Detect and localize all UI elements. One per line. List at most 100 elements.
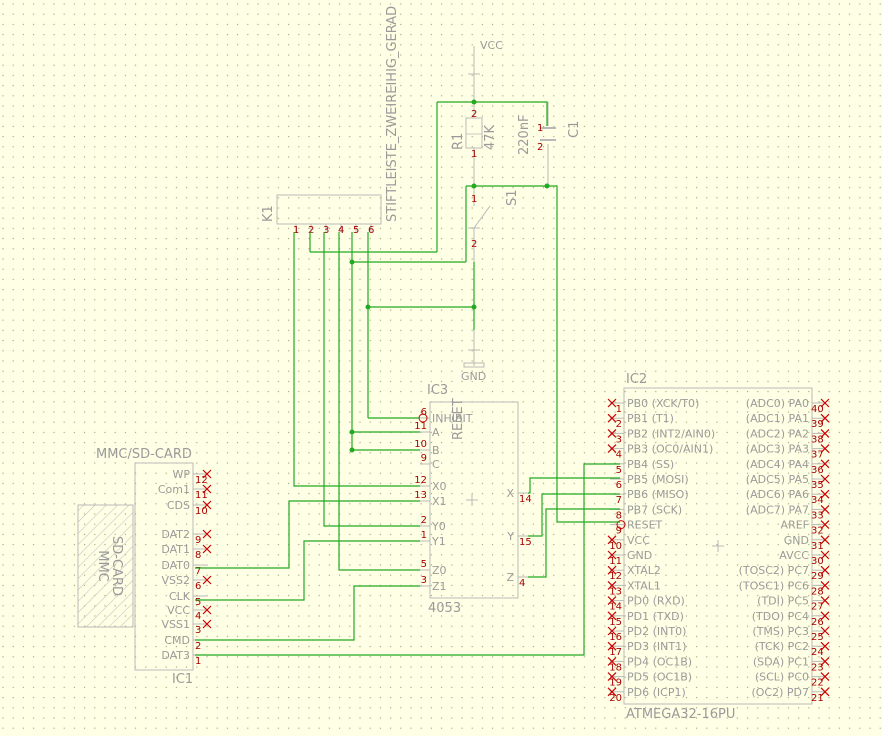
ic3-pin-y1-number: 1	[421, 530, 427, 541]
ic2-pin-20-nc-icon	[607, 687, 617, 697]
gnd-symbol[interactable]: GND	[461, 330, 486, 383]
ic2-pin-30-number: 30	[811, 556, 824, 567]
ic2-pin-20-number: 20	[609, 693, 622, 704]
r1-value: 47K	[483, 124, 498, 150]
ic2-value: ATMEGA32-16PU	[626, 707, 735, 722]
ic1-pin-wp-label: WP	[172, 468, 190, 481]
ic1-pin-clk-number: 5	[195, 597, 201, 608]
ic2-pin-11-nc-icon	[607, 550, 617, 560]
ic2-pin-18-nc-icon	[607, 656, 617, 666]
ic2-pin-8-number: 8	[616, 510, 622, 521]
ic2-pin-31-nc-icon	[820, 535, 830, 545]
ic2-pin-28-label: (TOSC1) PC6	[739, 579, 809, 592]
ic2-pin-16-label: PD2 (INT0)	[627, 625, 686, 638]
ic2-pin-25-nc-icon	[820, 626, 830, 636]
ic2-pin-35-nc-icon	[820, 474, 830, 484]
ic1-pin-dat2-number: 9	[195, 535, 201, 546]
ic2-pin-6-label: PB5 (MOSI)	[627, 473, 689, 486]
ic2-pin-35-label: (ADC5) PA5	[746, 473, 809, 486]
ic2-pin-40-number: 40	[811, 404, 824, 415]
ic3-pin-inhibit-label: INHIBIT	[432, 412, 473, 425]
ic2-pin-33-label: (ADC7) PA7	[746, 503, 809, 516]
ic2-pin-23-number: 23	[811, 662, 824, 673]
ic2-pin-6-number: 6	[616, 480, 622, 491]
ic2-pin-38-label: (ADC2) PA2	[746, 427, 809, 440]
ic2-pin-5-number: 5	[616, 465, 622, 476]
ic2-pin-21-number: 21	[811, 693, 824, 704]
ic2-pin-26-label: (TDO) PC4	[752, 610, 809, 623]
k1-pin-5-number: 5	[353, 225, 359, 236]
ic2-pin-32-nc-icon	[820, 520, 830, 530]
r1-name: R1	[451, 133, 466, 150]
ic1-pin-dat2-nc-icon	[202, 529, 212, 539]
ic2-pin-1-number: 1	[616, 404, 622, 415]
ic3-mux-4053[interactable]: IC3 4053 RESET INHIBIT6A11B10C9X012X113Y…	[414, 383, 531, 616]
ic1-pin-cds-label: CDS	[167, 499, 190, 512]
ic1-pin-vss1-number: 3	[195, 625, 201, 636]
k1-pin-3-number: 3	[323, 225, 329, 236]
ic3-pin-x1-label: X1	[432, 495, 447, 508]
ic2-pin-36-label: (ADC4) PA4	[746, 458, 809, 471]
ic2-pin-28-number: 28	[811, 586, 824, 597]
ic2-pin-19-number: 19	[609, 678, 622, 689]
ic2-pin-14-number: 14	[609, 602, 622, 613]
vcc-symbol[interactable]: VCC	[468, 39, 503, 100]
gnd-label: GND	[461, 370, 486, 383]
ic2-pin-21-nc-icon	[820, 687, 830, 697]
svg-text:2: 2	[537, 142, 543, 153]
ic1-pin-cds-nc-icon	[202, 500, 212, 510]
ic2-pin-14-label: PD0 (RXD)	[627, 595, 685, 608]
ic2-reset-pin-icon	[616, 520, 626, 530]
ic2-pin-39-number: 39	[811, 419, 824, 430]
ic2-pin-37-number: 37	[811, 450, 824, 461]
ic2-pin-38-number: 38	[811, 434, 824, 445]
ic3-pin-b-number: 10	[414, 439, 427, 450]
ic2-pin-7-number: 7	[616, 495, 622, 506]
ic1-pin-wp-nc-icon	[202, 469, 212, 479]
capacitor-c1[interactable]: 1 2 220nF C1	[517, 102, 582, 186]
ic1-pin-vss2-label: VSS2	[162, 574, 191, 587]
ic2-pin-27-number: 27	[811, 602, 824, 613]
ic1-pin-com1-label: Com1	[158, 483, 190, 496]
ic2-pin-39-nc-icon	[820, 413, 830, 423]
ic2-pin-27-nc-icon	[820, 596, 830, 606]
ic1-inner-sd: SD-CARD	[109, 536, 124, 596]
k1-name: K1	[261, 205, 276, 222]
ic2-pin-26-nc-icon	[820, 611, 830, 621]
ic1-pin-wp-number: 12	[195, 475, 208, 486]
ic2-pin-30-nc-icon	[820, 550, 830, 560]
resistor-r1[interactable]: 2 1 R1 47K	[451, 100, 498, 186]
ic2-pin-13-number: 13	[609, 586, 622, 597]
ic2-pin-4-nc-icon	[607, 444, 617, 454]
ic1-value: MMC/SD-CARD	[96, 447, 192, 462]
ic3-pin-z1-number: 3	[421, 575, 427, 586]
ic2-pin-33-number: 33	[811, 510, 824, 521]
svg-text:1: 1	[471, 149, 477, 160]
ic2-pin-10-label: VCC	[627, 534, 650, 547]
ic2-pin-15-label: PD1 (TXD)	[627, 610, 684, 623]
ic3-value: 4053	[428, 601, 461, 616]
ic3-pin-y0-label: Y0	[431, 520, 446, 533]
ic2-pin-12-number: 12	[609, 571, 622, 582]
k1-pin-2-number: 2	[308, 225, 314, 236]
switch-s1[interactable]: 1 2 S1	[468, 186, 520, 262]
ic2-pin-32-number: 32	[811, 526, 824, 537]
ic2-pin-4-label: PB3 (OC0/AIN1)	[627, 443, 713, 456]
ic1-pin-clk-label: CLK	[169, 590, 191, 603]
ic2-pin-17-label: PD3 (INT1)	[627, 640, 686, 653]
ic2-pin-3-label: PB2 (INT2/AIN0)	[627, 427, 715, 440]
ic2-pin-2-nc-icon	[607, 413, 617, 423]
ic3-pin-b-label: B	[432, 444, 440, 457]
ic1-pin-vcc-label: VCC	[167, 604, 190, 617]
ic3-pin-z1-label: Z1	[432, 580, 447, 593]
ic2-pin-28-nc-icon	[820, 580, 830, 590]
nets	[195, 99, 620, 656]
ic2-pin-13-nc-icon	[607, 580, 617, 590]
s1-name: S1	[505, 189, 520, 206]
